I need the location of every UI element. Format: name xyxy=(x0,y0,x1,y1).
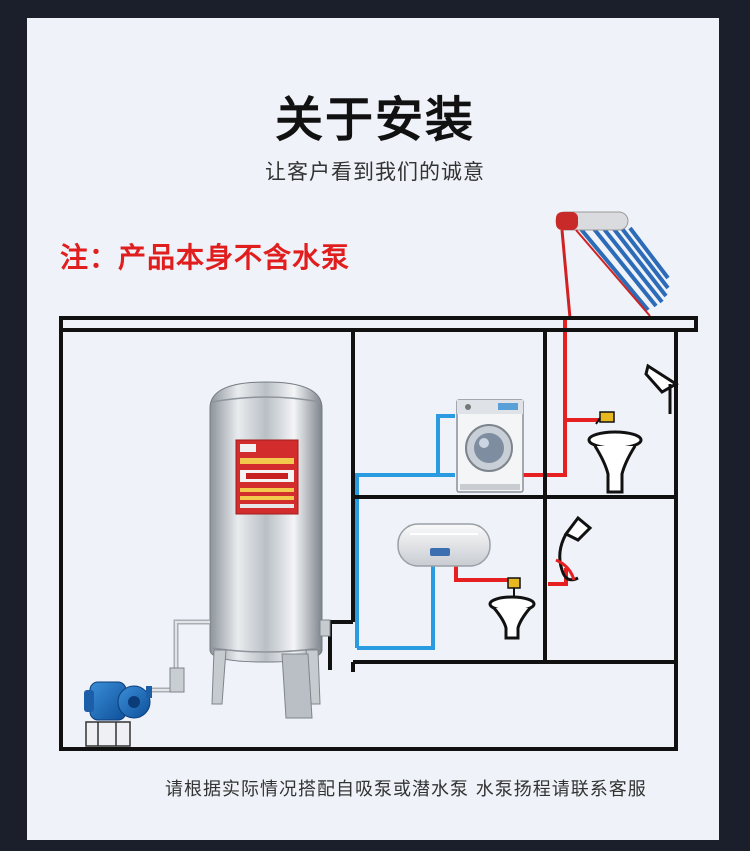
pump-connection-pipe xyxy=(150,619,210,693)
wash-basin-icon xyxy=(587,411,643,494)
hot-water-pipe-shower xyxy=(548,568,568,586)
cold-water-pipe-main xyxy=(357,545,435,650)
shower-head-icon xyxy=(644,363,679,414)
electric-water-heater-icon xyxy=(397,523,491,567)
footer-caption: 请根据实际情况搭配自吸泵或潜水泵 水泵扬程请联系客服 xyxy=(165,779,647,800)
stainless-pressure-tank-icon xyxy=(209,381,331,719)
house-walls xyxy=(59,316,698,751)
small-wash-basin-icon xyxy=(488,577,536,640)
hot-water-pipe xyxy=(522,316,567,477)
page-title: 关于安装 xyxy=(274,92,475,148)
page-subtitle: 让客户看到我们的诚意 xyxy=(265,160,485,184)
water-pump-icon xyxy=(84,681,152,747)
pump-not-included-note: 注：产品本身不含水泵 xyxy=(60,241,351,274)
faucet-icon xyxy=(555,515,593,582)
cold-water-pipe-washer xyxy=(355,473,455,648)
heater-outlet-pipe xyxy=(454,565,515,582)
solar-water-heater-icon xyxy=(555,211,670,319)
washing-machine-icon xyxy=(456,399,524,493)
cold-water-pipe-riser xyxy=(436,414,455,475)
